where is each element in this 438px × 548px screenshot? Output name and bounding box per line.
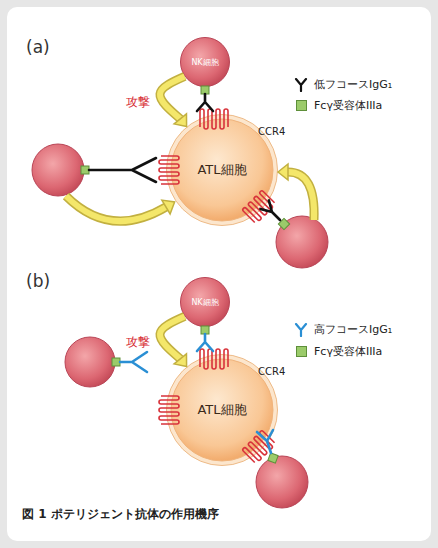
legend-antibody-icon (294, 323, 308, 337)
effector-cell (276, 216, 328, 268)
legend-text: 高フコースIgG₁ (314, 322, 392, 337)
attack-arrow (160, 316, 187, 366)
legend-text: Fcγ受容体IIIa (314, 344, 382, 359)
legend-swatch (296, 100, 307, 111)
antibody (120, 352, 147, 372)
ccr4-receptor (159, 156, 179, 184)
attack-arrow (160, 76, 187, 126)
antibody (257, 430, 273, 453)
legend-text: Fcγ受容体IIIa (314, 98, 382, 113)
antibody (89, 158, 156, 182)
legend-item: Fcγ受容体IIIa (294, 98, 382, 113)
ccr4-receptor (159, 396, 179, 424)
figure-caption: 図 1 ポテリジェント抗体の作用機序 (22, 508, 219, 521)
antibody-icon (296, 324, 306, 336)
arrow-body (160, 76, 185, 118)
legend-item: 高フコースIgG₁ (294, 322, 392, 337)
cell-body (171, 359, 273, 461)
cell-body (181, 38, 230, 87)
antibody-icon (296, 79, 306, 91)
effector-cell (32, 144, 84, 196)
effector-cell (256, 456, 308, 508)
attack-arrow (66, 196, 166, 221)
panel-label: (a) (26, 38, 50, 57)
arrow-outline (160, 76, 185, 118)
cell-name: NK細胞 (191, 297, 218, 308)
legend-item: Fcγ受容体IIIa (294, 344, 382, 359)
arrow-head (174, 354, 187, 367)
legend-item: 低フコースIgG₁ (294, 77, 392, 92)
arrow-head (162, 200, 175, 214)
legend-swatch (296, 346, 307, 357)
cell-name: ATL細胞 (197, 401, 246, 419)
antibody (197, 94, 213, 111)
arrow-head (278, 164, 288, 180)
arrow-outline (160, 316, 185, 358)
arrow-head (174, 114, 187, 127)
attack-arrow (288, 172, 314, 220)
nk-cell: NK細胞 (180, 37, 230, 87)
antibody (260, 200, 280, 220)
cell-name: ATL細胞 (197, 161, 246, 179)
receptor-label: CCR4 (258, 366, 285, 377)
cell-name: NK細胞 (191, 57, 218, 68)
legend-text: 低フコースIgG₁ (314, 77, 392, 92)
receptor-label: CCR4 (258, 126, 285, 137)
fc-receptor (268, 453, 278, 463)
cell-body (171, 119, 273, 221)
attack-arrow (288, 172, 314, 220)
cell-text-box: NK細胞 (180, 37, 230, 87)
cell-text-box: NK細胞 (180, 277, 230, 327)
legend-antibody-icon (294, 78, 308, 92)
edge-label: 攻撃 (126, 336, 150, 349)
nk-cell: NK細胞 (180, 277, 230, 327)
effector-cell (65, 337, 115, 387)
arrow-body (160, 316, 185, 358)
ccr4-receptor (200, 349, 228, 369)
cell-body (181, 278, 230, 327)
ccr4-receptor (200, 109, 228, 129)
attack-arrow (66, 196, 166, 221)
edge-label: 攻撃 (126, 96, 150, 109)
antibody (197, 334, 213, 351)
panel-label: (b) (26, 272, 50, 291)
